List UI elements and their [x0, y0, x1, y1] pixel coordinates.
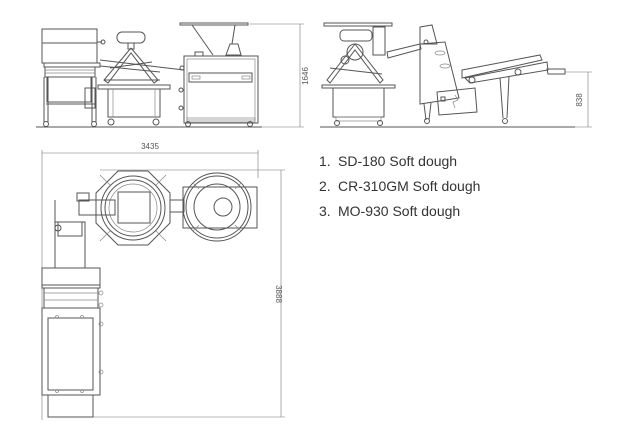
dimension-label: 838 [575, 93, 584, 107]
dimension-label: 3435 [141, 142, 159, 151]
legend-text: SD-180 Soft dough [338, 153, 458, 169]
legend-text: CR-310GM Soft dough [338, 178, 481, 194]
legend-item: 2. CR-310GM Soft dough [319, 177, 480, 202]
dimension-label: 3888 [274, 285, 283, 303]
legend-number: 3. [319, 203, 331, 219]
side-machine-rounder [321, 22, 396, 126]
legend-number: 1. [319, 153, 331, 169]
front-machine-moulder [178, 22, 259, 127]
dimension-side-height: 838 [565, 71, 592, 128]
top-machine-sheeter [41, 200, 104, 418]
dimension-front-height: 1646 [250, 23, 310, 128]
dimension-top-width: 3435 [41, 142, 259, 420]
dimension-top-depth: 3888 [93, 169, 285, 418]
top-machine-moulder [182, 172, 258, 242]
side-machine-moulder [386, 24, 566, 124]
front-view: 1646 [36, 22, 310, 128]
dimension-label: 1646 [301, 67, 310, 85]
legend-number: 2. [319, 178, 331, 194]
front-machine-rounder [97, 31, 185, 126]
top-view: 3435 3888 [41, 142, 285, 420]
model-legend: 1. SD-180 Soft dough 2. CR-310GM Soft doug… [319, 152, 480, 227]
legend-item: 3. MO-930 Soft dough [319, 202, 480, 227]
legend-item: 1. SD-180 Soft dough [319, 152, 480, 177]
front-machine-sheeter [41, 28, 106, 127]
top-machine-rounder [76, 170, 185, 246]
legend-text: MO-930 Soft dough [338, 203, 461, 219]
side-view: 838 [320, 22, 592, 128]
